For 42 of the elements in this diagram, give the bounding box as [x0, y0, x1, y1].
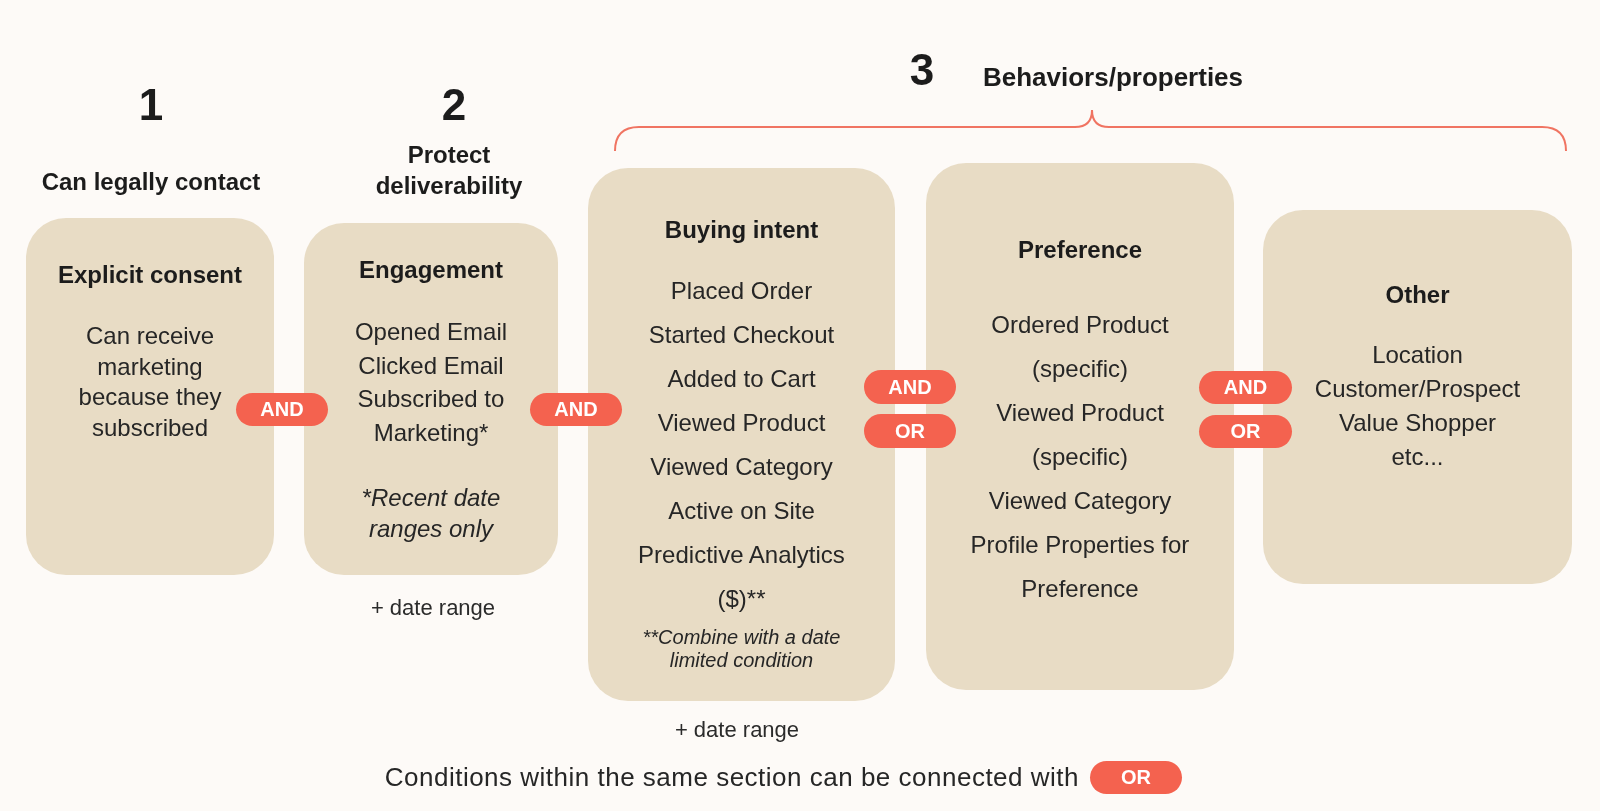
- condition-item: Can receive marketing because they subscribed: [77, 321, 223, 443]
- date-range-note: + date range: [674, 717, 800, 743]
- card-title: Engagement: [358, 255, 504, 285]
- card-title: Preference: [1016, 235, 1144, 265]
- logic-operator-pill: AND: [236, 393, 328, 426]
- logic-operator-pill: AND: [864, 370, 956, 404]
- condition-item: Profile Properties for Preference: [969, 530, 1191, 604]
- footnote: *Recent date ranges only: [360, 483, 502, 544]
- logic-operator-pill: OR: [1090, 761, 1182, 794]
- condition-item: Value Shopper: [1338, 408, 1497, 438]
- logic-operator-pill: AND: [530, 393, 622, 426]
- condition-item: Viewed Product: [656, 408, 827, 438]
- condition-item: Active on Site: [667, 496, 816, 526]
- condition-item: etc...: [1390, 442, 1445, 472]
- condition-item: Subscribed to Marketing*: [356, 384, 506, 448]
- condition-item: Started Checkout: [647, 320, 836, 350]
- section-heading: Protect deliverability: [374, 140, 524, 201]
- section-heading: Behaviors/properties: [982, 62, 1244, 92]
- condition-item: Viewed Category: [987, 486, 1173, 516]
- condition-item: Ordered Product (specific): [990, 310, 1170, 384]
- condition-item: Predictive Analytics ($)**: [637, 540, 846, 614]
- section-number: 3: [909, 45, 935, 95]
- card-title: Other: [1384, 280, 1451, 310]
- caption-text: Conditions within the same section can be connected with: [384, 761, 1079, 793]
- section-number: 2: [441, 80, 467, 130]
- condition-item: Customer/Prospect: [1313, 374, 1522, 404]
- logic-operator-pill: AND: [1199, 371, 1292, 404]
- logic-operator-pill: OR: [864, 414, 956, 448]
- section-number: 1: [138, 80, 164, 130]
- footnote: **Combine with a date limited condition: [641, 626, 842, 672]
- condition-item: Viewed Category: [649, 452, 834, 482]
- logic-operator-pill: OR: [1199, 415, 1292, 448]
- condition-item: Viewed Product (specific): [995, 398, 1165, 472]
- card-title: Explicit consent: [56, 260, 243, 290]
- section-heading: Can legally contact: [41, 168, 261, 196]
- date-range-note: + date range: [370, 595, 496, 621]
- condition-item: Location: [1371, 340, 1464, 370]
- condition-item: Placed Order: [669, 276, 814, 306]
- condition-item: Opened Email: [353, 317, 509, 347]
- condition-item: Added to Cart: [666, 364, 817, 394]
- card-title: Buying intent: [663, 215, 820, 245]
- condition-item: Clicked Email: [357, 350, 505, 381]
